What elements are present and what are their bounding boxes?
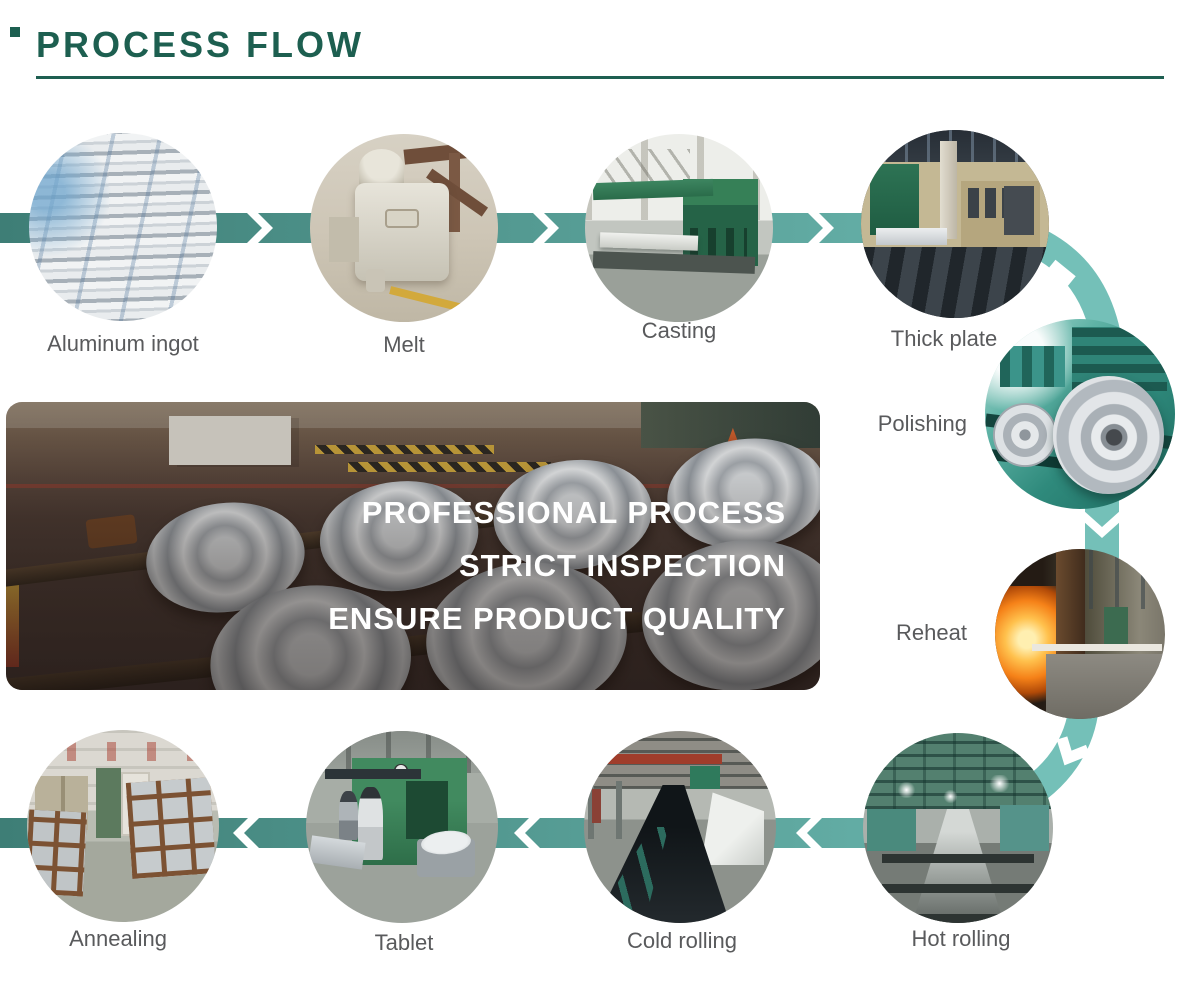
- photo-fragment: [355, 182, 450, 281]
- banner-photo: PROFESSIONAL PROCESS STRICT INSPECTION E…: [6, 402, 820, 690]
- photo-casting: [585, 134, 773, 322]
- photo-fragment: [988, 774, 1012, 792]
- photo-fragment: [942, 790, 958, 804]
- photo-fragment: [27, 809, 87, 897]
- photo-fragment: [690, 228, 747, 259]
- chevron-right-icon: [806, 211, 834, 245]
- photo-fragment: [607, 754, 723, 764]
- photo-fragment: [870, 163, 920, 236]
- photo-fragment: [861, 246, 1049, 318]
- photo-fragment: [1103, 606, 1128, 645]
- step-label-aluminum-ingot: Aluminum ingot: [47, 331, 199, 356]
- step-label-cold-rolling: Cold rolling: [626, 928, 738, 953]
- photo-fragment: [27, 741, 219, 761]
- photo-fragment: [591, 788, 602, 824]
- photo-fragment: [1053, 376, 1164, 494]
- chevron-downleft-icon: [1056, 736, 1091, 766]
- photo-thick-plate: [861, 130, 1049, 318]
- photo-melt: [310, 134, 498, 322]
- photo-fragment: [992, 402, 1058, 468]
- step-label-polishing: Polishing: [877, 411, 967, 436]
- banner-line-3: ENSURE PRODUCT QUALITY: [328, 601, 786, 636]
- photo-fragment: [389, 285, 472, 314]
- photo-hot-rolling: [863, 733, 1053, 923]
- photo-cold-rolling: [584, 731, 776, 923]
- photo-annealing: [27, 730, 219, 922]
- chevron-right-icon: [531, 211, 559, 245]
- photo-fragment: [689, 765, 721, 789]
- step-label-reheat: Reheat: [896, 620, 967, 645]
- photo-fragment: [1046, 654, 1165, 719]
- banner-line-2: STRICT INSPECTION: [458, 548, 786, 583]
- photo-fragment: [96, 768, 122, 838]
- chevron-downright-icon: [1048, 259, 1076, 297]
- photo-fragment: [863, 733, 1053, 809]
- photo-fragment: [1003, 186, 1034, 236]
- chevron-left-icon: [796, 816, 824, 850]
- photo-fragment: [338, 790, 358, 841]
- photo-fragment: [6, 402, 820, 690]
- banner-slogan: PROFESSIONAL PROCESS STRICT INSPECTION E…: [328, 486, 786, 645]
- chevron-right-icon: [245, 211, 273, 245]
- photo-fragment: [385, 209, 420, 228]
- chevron-left-icon: [233, 816, 261, 850]
- photo-tablet: [306, 731, 498, 923]
- photo-fragment: [876, 227, 948, 245]
- title-divider-line: [36, 76, 1164, 79]
- photo-fragment: [1032, 644, 1162, 651]
- step-label-casting: Casting: [641, 318, 717, 343]
- step-label-hot-rolling: Hot rolling: [911, 926, 1011, 951]
- banner-line-1: PROFESSIONAL PROCESS: [361, 495, 786, 530]
- photo-fragment: [125, 777, 217, 879]
- photo-fragment: [599, 231, 699, 251]
- photo-fragment: [939, 141, 957, 240]
- title-bullet-square: [10, 27, 20, 37]
- photo-aluminum-ingot: [29, 133, 217, 321]
- photo-reheat: [995, 549, 1165, 719]
- photo-fragment: [366, 269, 386, 292]
- photo-fragment: [358, 149, 404, 187]
- photo-fragment: [999, 805, 1050, 851]
- step-label-thick-plate: Thick plate: [890, 326, 998, 351]
- photo-fragment: [325, 769, 422, 779]
- photo-fragment: [1000, 345, 1065, 388]
- photo-fragment: [897, 782, 917, 798]
- chevron-down-icon: [1083, 510, 1121, 538]
- photo-fragment: [1056, 549, 1086, 655]
- chevron-left-icon: [514, 816, 542, 850]
- photo-fragment: [328, 216, 359, 262]
- photo-fragment: [882, 850, 1034, 923]
- photo-polishing: [985, 319, 1175, 509]
- step-label-annealing: Annealing: [69, 926, 167, 951]
- step-label-melt: Melt: [383, 332, 425, 357]
- page-title: PROCESS FLOW: [36, 24, 365, 65]
- step-label-tablet: Tablet: [374, 930, 434, 955]
- photo-fragment: [866, 809, 917, 851]
- photo-fragment: [405, 780, 449, 839]
- photo-fragment: [1088, 549, 1165, 609]
